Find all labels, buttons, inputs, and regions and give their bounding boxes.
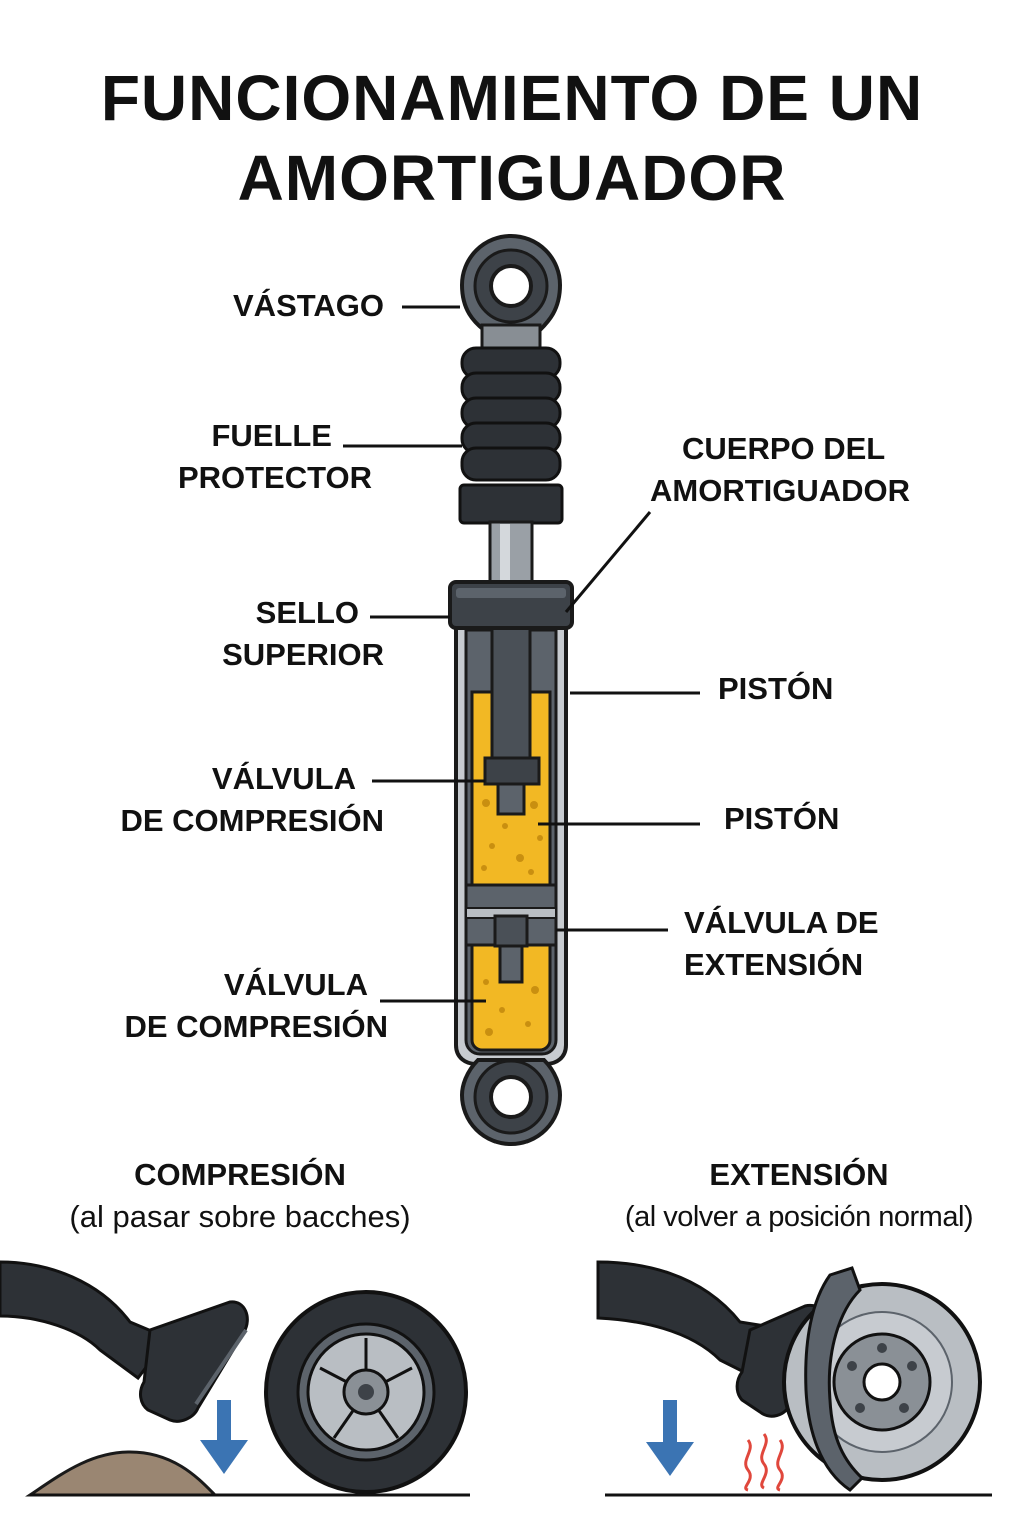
label-piston-1: PISTÓN [718, 668, 833, 710]
page-title: FUNCIONAMIENTO DE UN AMORTIGUADOR [0, 58, 1024, 218]
compression-subtitle: (al pasar sobre bacches) [69, 1199, 411, 1234]
top-mount-eye [459, 234, 563, 352]
label-fuelle-line-2: PROTECTOR [177, 460, 372, 495]
label-fuelle-line-1: FUELLE [211, 418, 332, 453]
compression-title: COMPRESIÓN [134, 1157, 346, 1192]
down-arrow-icon [200, 1400, 248, 1474]
title-line-2: AMORTIGUADOR [237, 142, 787, 214]
extension-illustration [596, 1260, 992, 1497]
leader-lines [343, 305, 700, 1003]
label-valvula-extension-line-2: EXTENSIÓN [684, 947, 864, 982]
label-sello-line-1: SELLO [255, 595, 359, 630]
label-valvula-compresion-1-line-2: DE COMPRESIÓN [120, 803, 384, 838]
label-valvula-compresion-1: VÁLVULA DE COMPRESIÓN [120, 758, 384, 842]
label-valvula-compresion-2: VÁLVULA DE COMPRESIÓN [124, 964, 388, 1048]
label-piston-2: PISTÓN [724, 798, 839, 840]
label-valvula-extension: VÁLVULA DE EXTENSIÓN [684, 902, 879, 986]
extension-title: EXTENSIÓN [709, 1157, 889, 1192]
shock-body [448, 580, 574, 1066]
label-vastago-text: VÁSTAGO [233, 288, 384, 323]
brake-disc-icon [782, 1266, 982, 1492]
bottom-mount-eye [459, 1058, 563, 1146]
bellows [458, 346, 564, 525]
label-piston-1-text: PISTÓN [718, 671, 834, 706]
down-arrow-icon [646, 1400, 694, 1476]
label-vastago: VÁSTAGO [233, 285, 384, 327]
compression-section: COMPRESIÓN (al pasar sobre bacches) [20, 1154, 460, 1238]
heat-waves-icon [744, 1433, 784, 1492]
label-piston-2-text: PISTÓN [724, 801, 840, 836]
label-cuerpo-line-2: AMORTIGUADOR [650, 473, 911, 508]
label-cuerpo-amortiguador: CUERPO DEL AMORTIGUADOR [650, 428, 910, 512]
label-sello-line-2: SUPERIOR [222, 637, 384, 672]
label-valvula-compresion-1-line-1: VÁLVULA [211, 761, 356, 796]
label-valvula-compresion-2-line-2: DE COMPRESIÓN [124, 1009, 388, 1044]
compression-illustration [0, 1260, 470, 1497]
title-line-1: FUNCIONAMIENTO DE UN [100, 62, 924, 134]
label-fuelle-protector: FUELLE PROTECTOR [178, 415, 372, 499]
tire-icon [264, 1290, 468, 1494]
extension-section: EXTENSIÓN (al volver a posición normal) [584, 1154, 1014, 1238]
label-cuerpo-line-1: CUERPO DEL [682, 431, 886, 466]
label-sello-superior: SELLO SUPERIOR [222, 592, 384, 676]
label-valvula-compresion-2-line-1: VÁLVULA [223, 967, 368, 1002]
label-valvula-extension-line-1: VÁLVULA DE [684, 905, 879, 940]
piston-rod [488, 520, 534, 586]
extension-subtitle: (al volver a posición normal) [624, 1201, 974, 1233]
